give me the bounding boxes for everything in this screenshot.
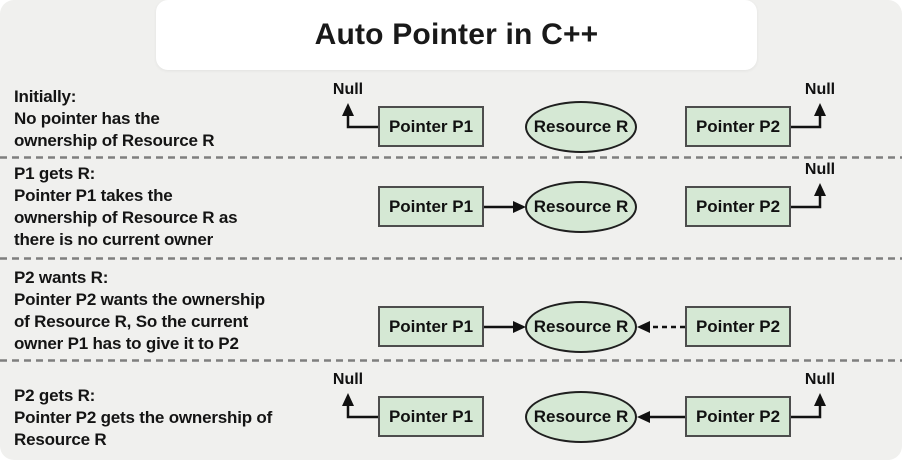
row2-pointer-p1-node: Pointer P1 <box>378 186 484 227</box>
row2-heading: P1 gets R: <box>14 164 96 183</box>
row1-description: Initially: No pointer has the ownership … <box>14 86 215 152</box>
row3-p1-resource-arrowhead-icon <box>513 321 526 333</box>
row3-pointer-p1-node: Pointer P1 <box>378 306 484 347</box>
row4-line: Resource R <box>14 430 107 449</box>
row3-line: of Resource R, So the current <box>14 312 249 331</box>
page-title: Auto Pointer in C++ <box>314 18 599 51</box>
row4-null-label-left: Null <box>332 371 364 388</box>
row2-p1-resource-arrowhead-icon <box>513 201 526 213</box>
row2-description: P1 gets R: Pointer P1 takes the ownershi… <box>14 163 238 251</box>
row1-null-label-left: Null <box>332 81 364 98</box>
row2-pointer-p2-node: Pointer P2 <box>685 186 791 227</box>
row4-resource-node: Resource R <box>525 391 637 443</box>
row4-p1-null-connector <box>346 405 378 419</box>
row2-line: ownership of Resource R as <box>14 208 238 227</box>
row1-line: ownership of Resource R <box>14 131 215 150</box>
row1-p2-null-connector <box>790 115 822 129</box>
row4-null-label-right: Null <box>804 371 836 388</box>
row4-p2-null-arrowhead-icon <box>814 393 826 406</box>
row4-p1-null-arrowhead-icon <box>342 393 354 406</box>
row3-p2-resource-arrowhead-icon <box>637 321 650 333</box>
row2-resource-node: Resource R <box>525 181 637 233</box>
row1-p1-null-connector <box>346 115 378 129</box>
row4-pointer-p1-node: Pointer P1 <box>378 396 484 437</box>
title-card: Auto Pointer in C++ <box>156 0 757 70</box>
row3-line: Pointer P2 wants the ownership <box>14 290 265 309</box>
row1-null-label-right: Null <box>804 81 836 98</box>
row2-null-label-right: Null <box>804 161 836 178</box>
row4-heading: P2 gets R: <box>14 386 96 405</box>
row3-resource-node: Resource R <box>525 301 637 353</box>
row3-pointer-p2-node: Pointer P2 <box>685 306 791 347</box>
row1-resource-node: Resource R <box>525 101 637 153</box>
row3-heading: P2 wants R: <box>14 268 109 287</box>
row4-line: Pointer P2 gets the ownership of <box>14 408 273 427</box>
row4-p2-null-connector <box>790 405 822 419</box>
row1-line: No pointer has the <box>14 109 160 128</box>
row2-line: there is no current owner <box>14 230 214 249</box>
row2-p2-null-connector <box>790 195 822 209</box>
row1-pointer-p1-node: Pointer P1 <box>378 106 484 147</box>
row3-line: owner P1 has to give it to P2 <box>14 334 239 353</box>
row1-p1-null-arrowhead-icon <box>342 103 354 116</box>
row4-pointer-p2-node: Pointer P2 <box>685 396 791 437</box>
row4-description: P2 gets R: Pointer P2 gets the ownership… <box>14 385 272 451</box>
row3-description: P2 wants R: Pointer P2 wants the ownersh… <box>14 267 265 355</box>
row1-heading: Initially: <box>14 87 77 106</box>
row2-line: Pointer P1 takes the <box>14 186 173 205</box>
row1-p2-null-arrowhead-icon <box>814 103 826 116</box>
row1-pointer-p2-node: Pointer P2 <box>685 106 791 147</box>
row2-p2-null-arrowhead-icon <box>814 183 826 196</box>
row4-p2-resource-arrowhead-icon <box>637 411 650 423</box>
